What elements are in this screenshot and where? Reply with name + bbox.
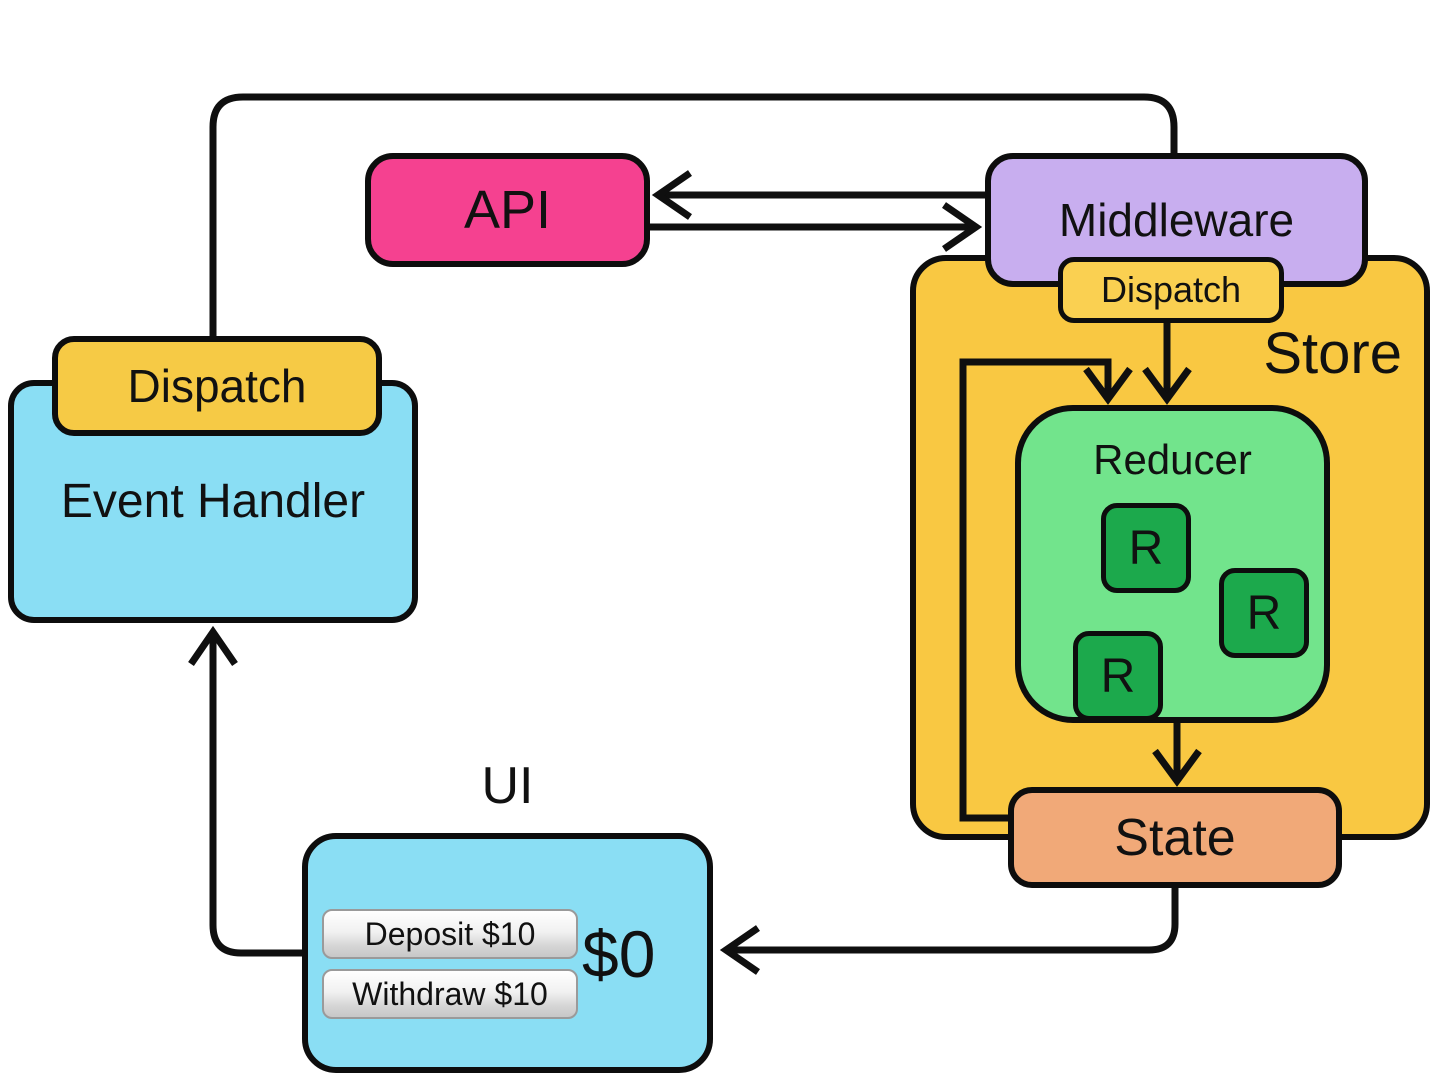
store-label: Store — [1263, 321, 1402, 386]
api-label: API — [463, 180, 552, 240]
store-dispatch-node: Dispatch — [1058, 257, 1284, 323]
deposit-button[interactable]: Deposit $10 — [322, 909, 578, 959]
reducer-node: Reducer R R R — [1015, 405, 1330, 723]
ui-title: UI — [481, 757, 534, 815]
dispatch-label: Dispatch — [127, 360, 307, 412]
reducer-r-label: R — [1128, 521, 1164, 575]
arrowhead-into-event-handler — [188, 625, 238, 666]
event-handler-label: Event Handler — [60, 475, 366, 528]
reducer-label: Reducer — [1093, 436, 1252, 483]
state-label: State — [1114, 808, 1236, 867]
line-state-to-ui — [728, 884, 1179, 954]
state-node: State — [1008, 787, 1342, 888]
store-dispatch-label: Dispatch — [1100, 269, 1242, 310]
ui-node: Deposit $10 Withdraw $10 $0 — [302, 833, 713, 1073]
arrowhead-into-api — [651, 170, 692, 220]
withdraw-button-label: Withdraw $10 — [352, 975, 548, 1012]
deposit-button-label: Deposit $10 — [364, 915, 536, 952]
withdraw-button[interactable]: Withdraw $10 — [322, 969, 578, 1019]
reducer-r-label: R — [1100, 649, 1136, 703]
api-node: API — [365, 153, 650, 267]
middleware-label: Middleware — [1058, 194, 1295, 246]
reducer-r-box: R — [1101, 503, 1191, 593]
reducer-r-box: R — [1073, 631, 1163, 721]
reducer-r-box: R — [1219, 568, 1309, 658]
dispatch-node: Dispatch — [52, 336, 382, 436]
reducer-r-label: R — [1246, 586, 1282, 640]
arrowhead-into-middleware — [942, 202, 983, 252]
arrowhead-into-ui — [719, 925, 760, 975]
line-ui-to-event-handler — [209, 634, 306, 957]
balance-value: $0 — [582, 917, 656, 991]
